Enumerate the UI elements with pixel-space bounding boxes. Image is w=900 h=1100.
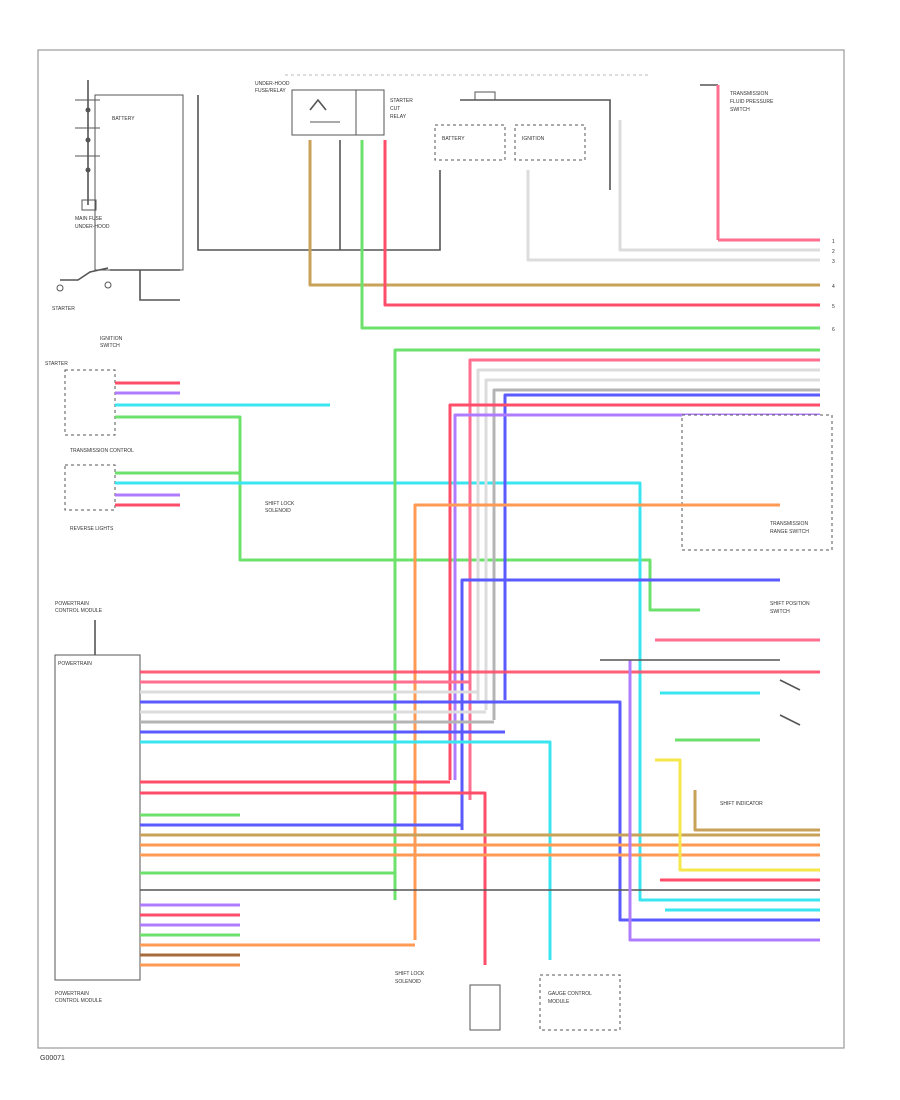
fuse-blocks: BATTERY IGNITION [434, 91, 611, 190]
svg-text:POWERTRAIN: POWERTRAIN [55, 991, 89, 997]
svg-text:CONTROL MODULE: CONTROL MODULE [55, 608, 103, 614]
svg-text:POWERTRAIN: POWERTRAIN [55, 601, 89, 607]
ignition-switch: STARTER IGNITION SWITCH [52, 267, 180, 349]
trunk-wires-top [197, 95, 820, 330]
svg-text:FLUID PRESSURE: FLUID PRESSURE [730, 99, 774, 105]
pcm-module: POWERTRAIN POWERTRAIN CONTROL MODULE POW… [54, 601, 141, 1004]
svg-text:IGNITION: IGNITION [100, 336, 123, 342]
svg-text:BATTERY: BATTERY [442, 136, 465, 142]
svg-text:FUSE/RELAY: FUSE/RELAY [255, 88, 286, 94]
svg-text:MAIN FUSE: MAIN FUSE [75, 216, 103, 222]
diagram-code: G00071 [40, 1055, 65, 1062]
gauge-area: GAUGE CONTROL MODULE SHIFT LOCK SOLENOID… [395, 638, 820, 1031]
svg-text:SWITCH: SWITCH [100, 343, 120, 349]
svg-text:SWITCH: SWITCH [770, 609, 790, 615]
svg-text:STARTER: STARTER [52, 306, 75, 312]
pin-label: 3 [832, 259, 835, 265]
svg-text:REVERSE LIGHTS: REVERSE LIGHTS [70, 526, 114, 532]
svg-text:GAUGE CONTROL: GAUGE CONTROL [548, 991, 592, 997]
connector-pins: 1 2 3 4 5 6 [832, 239, 835, 333]
svg-text:SWITCH: SWITCH [730, 107, 750, 113]
svg-text:CUT: CUT [390, 106, 400, 112]
underhood-relay-box: UNDER-HOOD FUSE/RELAY STARTER CUT RELAY [255, 81, 413, 136]
svg-text:SHIFT POSITION: SHIFT POSITION [770, 601, 810, 607]
svg-text:RELAY: RELAY [390, 114, 407, 120]
svg-text:TRANSMISSION CONTROL: TRANSMISSION CONTROL [70, 448, 134, 454]
right-bundle: TRANSMISSION RANGE SWITCH SHIFT POSITION… [393, 348, 833, 940]
svg-text:SOLENOID: SOLENOID [395, 979, 421, 985]
pin-label: 5 [832, 304, 835, 310]
svg-text:UNDER-HOOD: UNDER-HOOD [255, 81, 290, 87]
svg-text:IGNITION: IGNITION [522, 136, 545, 142]
svg-text:TRANSMISSION: TRANSMISSION [770, 521, 808, 527]
pin-label: 1 [832, 239, 835, 245]
svg-text:RANGE SWITCH: RANGE SWITCH [770, 529, 809, 535]
pressure-switch: TRANSMISSION FLUID PRESSURE SWITCH [700, 84, 774, 240]
svg-text:TRANSMISSION: TRANSMISSION [730, 91, 768, 97]
svg-text:STARTER: STARTER [390, 98, 413, 104]
pcm-output-wires [140, 670, 820, 967]
svg-text:UNDER-HOOD: UNDER-HOOD [75, 224, 110, 230]
svg-text:BATTERY: BATTERY [112, 116, 135, 122]
svg-text:SHIFT LOCK: SHIFT LOCK [265, 501, 295, 507]
pin-label: 4 [832, 284, 835, 290]
svg-text:MODULE: MODULE [548, 999, 570, 1005]
tcm-module: STARTER TRANSMISSION CONTROL REVERSE LIG… [45, 361, 820, 902]
svg-text:SHIFT INDICATOR: SHIFT INDICATOR [720, 801, 763, 807]
pin-label: 2 [832, 249, 835, 255]
svg-text:POWERTRAIN: POWERTRAIN [58, 661, 92, 667]
diagram-frame [37, 49, 845, 1049]
svg-text:SOLENOID: SOLENOID [265, 508, 291, 514]
svg-text:SHIFT LOCK: SHIFT LOCK [395, 971, 425, 977]
pin-label: 6 [832, 327, 835, 333]
battery-circuit: BATTERY MAIN FUSE UNDER-HOOD [75, 80, 184, 271]
svg-text:CONTROL MODULE: CONTROL MODULE [55, 998, 103, 1004]
svg-text:STARTER: STARTER [45, 361, 68, 367]
